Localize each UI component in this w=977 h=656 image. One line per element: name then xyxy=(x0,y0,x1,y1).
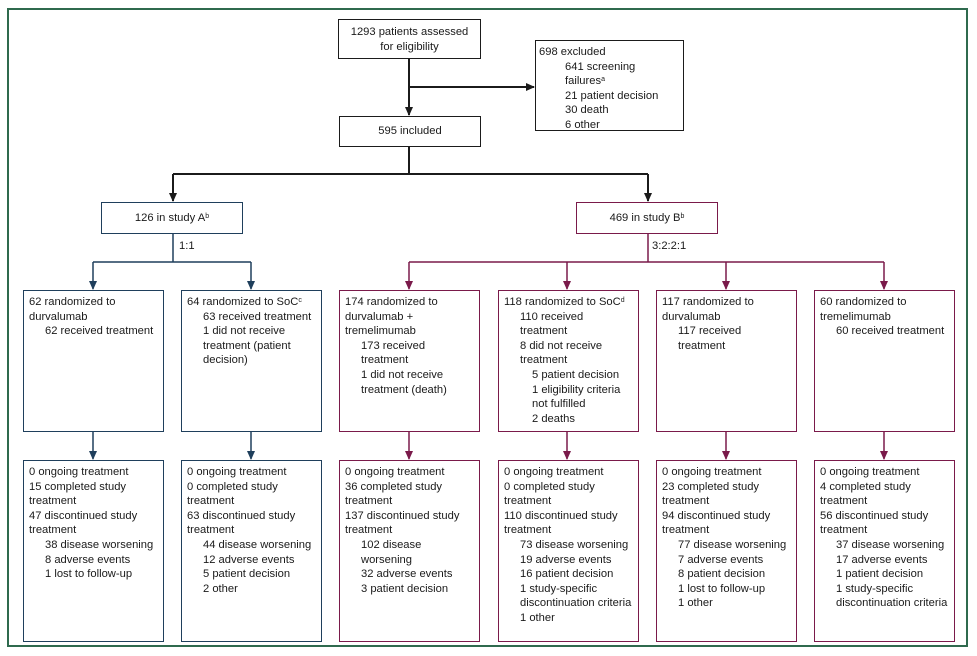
arm-line: 117 received treatment xyxy=(678,325,742,352)
arm-line: 64 randomized to SoCc xyxy=(187,296,302,308)
excluded-item: 641 screening failuresa xyxy=(565,60,636,88)
outcome-line: 47 discontinued study treatment xyxy=(29,509,138,537)
outcome-box-6: 0 ongoing treatment 4 completed study tre… xyxy=(814,460,955,642)
outcome-line: 32 adverse events xyxy=(361,568,453,581)
outcome-line: 1 other xyxy=(520,611,555,624)
outcome-line: 7 adverse events xyxy=(678,553,764,566)
arm-line: 62 randomized to durvalumab xyxy=(29,296,116,323)
arm-line: 5 patient decision xyxy=(532,368,620,381)
excluded-box: 698 excluded 641 screening failuresa 21 … xyxy=(535,40,684,131)
outcome-line: 3 patient decision xyxy=(361,582,449,595)
study-a-box: 126 in study Ab xyxy=(101,202,243,234)
arm-box-1: 62 randomized to durvalumab 62 received t… xyxy=(23,290,164,432)
outcome-line: 0 ongoing treatment xyxy=(820,466,920,478)
outcome-line: 0 ongoing treatment xyxy=(345,466,445,478)
outcome-line: 102 disease worsening xyxy=(361,538,422,566)
assessed-label: 1293 patients assessed for eligibility xyxy=(350,26,469,53)
outcome-line: 137 discontinued study treatment xyxy=(345,509,460,537)
outcome-line: 0 completed study treatment xyxy=(504,480,595,508)
outcome-line: 0 ongoing treatment xyxy=(504,466,604,478)
outcome-line: 1 patient decision xyxy=(836,568,924,581)
outcome-box-4: 0 ongoing treatment 0 completed study tre… xyxy=(498,460,639,642)
assessed-box: 1293 patients assessed for eligibility xyxy=(338,19,481,59)
excluded-item: 6 other xyxy=(565,118,600,131)
outcome-line: 1 other xyxy=(678,597,713,610)
outcome-line: 8 patient decision xyxy=(678,568,766,581)
outcome-line: 0 completed study treatment xyxy=(187,480,278,508)
excluded-item: 30 death xyxy=(565,104,609,117)
arm-line: 62 received treatment xyxy=(45,325,154,338)
arm-line: 60 randomized to tremelimumab xyxy=(820,296,907,323)
outcome-line: 44 disease worsening xyxy=(203,538,312,551)
outcome-line: 17 adverse events xyxy=(836,553,928,566)
outcome-line: 63 discontinued study treatment xyxy=(187,509,296,537)
outcome-line: 16 patient decision xyxy=(520,568,614,581)
outcome-line: 8 adverse events xyxy=(45,553,131,566)
outcome-box-1: 0 ongoing treatment 15 completed study tr… xyxy=(23,460,164,642)
outcome-line: 4 completed study treatment xyxy=(820,480,911,508)
outcome-line: 1 study-specific discontinuation criteri… xyxy=(520,582,632,610)
study-a-ratio: 1:1 xyxy=(179,240,195,252)
outcome-line: 38 disease worsening xyxy=(45,538,154,551)
outcome-box-5: 0 ongoing treatment 23 completed study tr… xyxy=(656,460,797,642)
outcome-line: 2 other xyxy=(203,582,238,595)
outcome-line: 37 disease worsening xyxy=(836,538,945,551)
arm-box-3: 174 randomized to durvalumab + tremelimu… xyxy=(339,290,480,432)
arm-box-2: 64 randomized to SoCc 63 received treatme… xyxy=(181,290,322,432)
figure-frame xyxy=(7,8,968,647)
outcome-line: 77 disease worsening xyxy=(678,538,787,551)
excluded-item: 21 patient decision xyxy=(565,89,659,102)
included-label: 595 included xyxy=(378,125,442,137)
outcome-line: 1 lost to follow-up xyxy=(678,582,766,595)
outcome-line: 1 study-specific discontinuation criteri… xyxy=(836,582,948,610)
excluded-title: 698 excluded xyxy=(539,46,606,58)
arm-line: 8 did not receive treatment xyxy=(520,339,603,367)
outcome-line: 23 completed study treatment xyxy=(662,480,760,508)
study-a-label: 126 in study A xyxy=(134,212,206,224)
outcome-line: 0 ongoing treatment xyxy=(662,466,762,478)
outcome-line: 36 completed study treatment xyxy=(345,480,443,508)
outcome-line: 12 adverse events xyxy=(203,553,295,566)
arm-line: 173 received treatment xyxy=(361,339,426,367)
arm-line: 110 received treatment xyxy=(520,310,584,338)
study-b-label: 469 in study B xyxy=(609,212,681,224)
outcome-line: 73 disease worsening xyxy=(520,538,629,551)
study-b-box: 469 in study Bb xyxy=(576,202,718,234)
arm-line: 60 received treatment xyxy=(836,325,945,338)
arm-line: 117 randomized to durvalumab xyxy=(662,296,754,323)
outcome-box-2: 0 ongoing treatment 0 completed study tre… xyxy=(181,460,322,642)
outcome-line: 5 patient decision xyxy=(203,568,291,581)
arm-line: 1 did not receive treatment (death) xyxy=(361,368,447,396)
outcome-line: 1 lost to follow-up xyxy=(45,568,133,581)
outcome-line: 0 ongoing treatment xyxy=(29,466,129,478)
arm-box-4: 118 randomized to SoCd 110 received treat… xyxy=(498,290,639,432)
arm-line: 118 randomized to SoCd xyxy=(504,296,625,308)
outcome-line: 110 discontinued study treatment xyxy=(504,509,618,537)
arm-line: 2 deaths xyxy=(532,412,575,425)
outcome-box-3: 0 ongoing treatment 36 completed study tr… xyxy=(339,460,480,642)
outcome-line: 56 discontinued study treatment xyxy=(820,509,929,537)
arm-line: 63 received treatment xyxy=(203,310,312,323)
outcome-line: 0 ongoing treatment xyxy=(187,466,287,478)
outcome-line: 15 completed study treatment xyxy=(29,480,127,508)
included-box: 595 included xyxy=(339,116,481,147)
arm-line: 174 randomized to durvalumab + tremelimu… xyxy=(345,296,438,338)
outcome-line: 94 discontinued study treatment xyxy=(662,509,771,537)
arm-line: 1 did not receive treatment (patient dec… xyxy=(203,325,291,367)
arm-box-6: 60 randomized to tremelimumab 60 received… xyxy=(814,290,955,432)
study-b-ratio: 3:2:2:1 xyxy=(652,240,687,252)
arm-line: 1 eligibility criteria not fulfilled xyxy=(532,383,621,411)
outcome-line: 19 adverse events xyxy=(520,553,612,566)
